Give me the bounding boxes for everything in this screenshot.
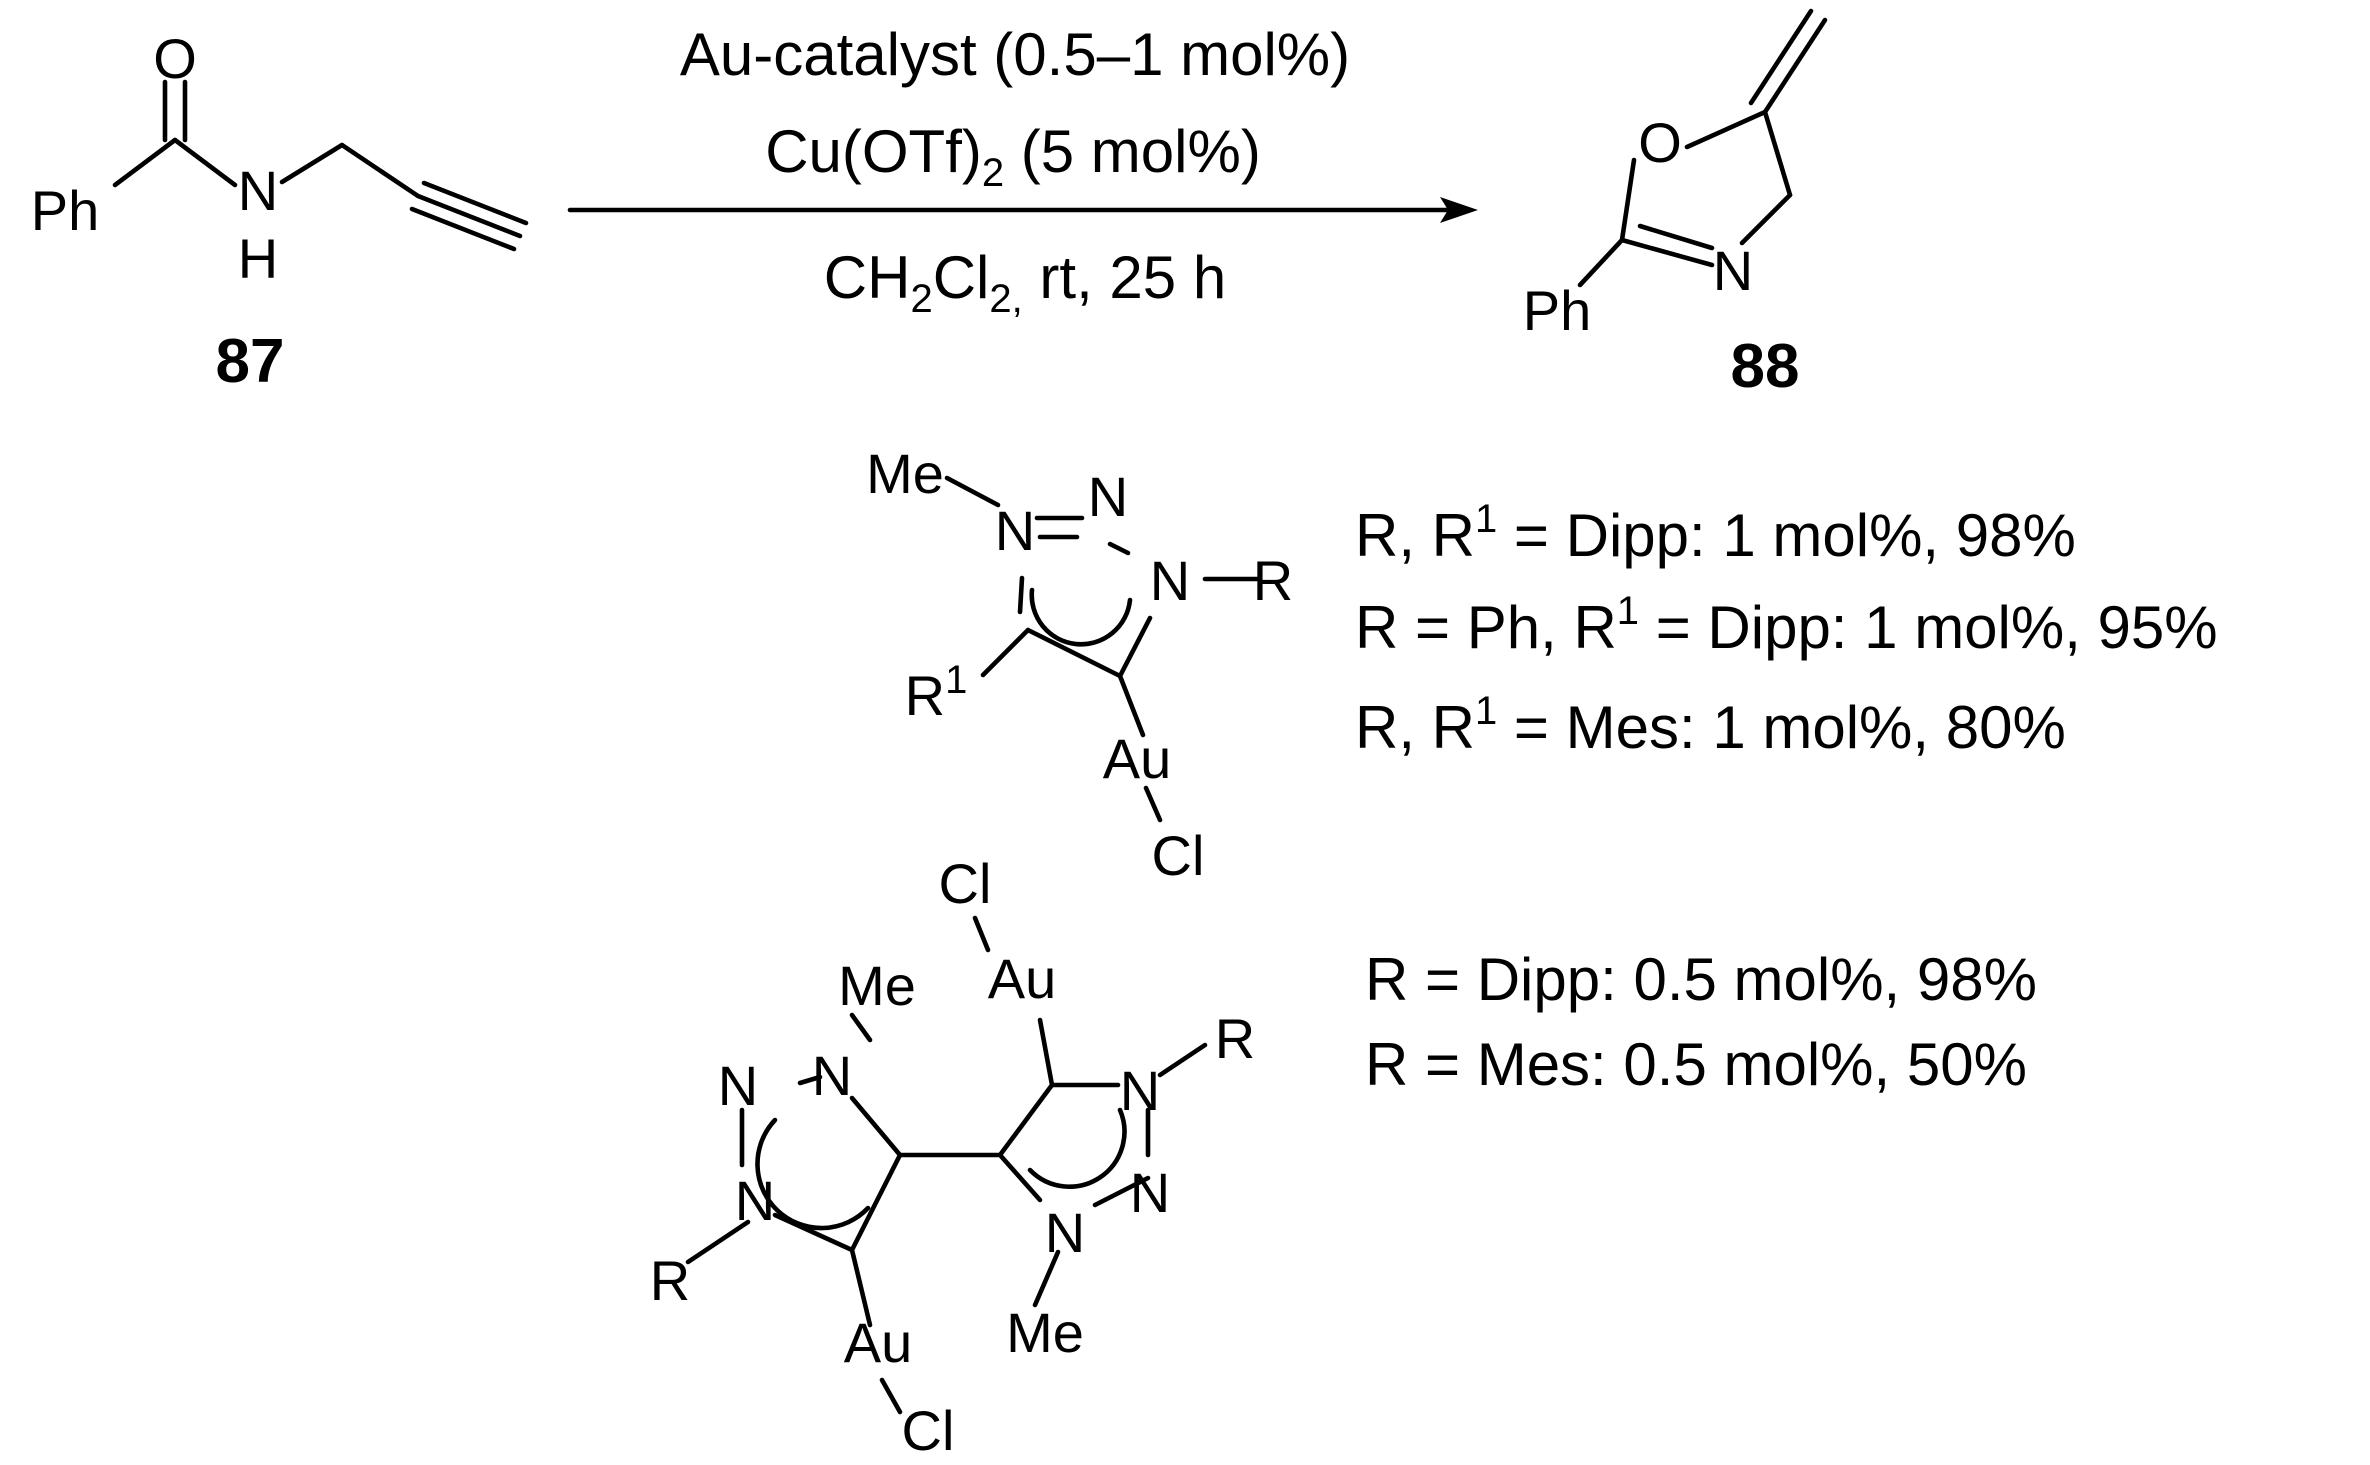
result-line: R, R1 = Dipp: 1 mol%, 98%	[1355, 497, 2076, 569]
reaction-arrow-group: Au-catalyst (0.5–1 mol%) Cu(OTf)2 (5 mol…	[567, 21, 1478, 321]
bond	[1025, 627, 1123, 679]
bond	[972, 915, 991, 953]
bond	[685, 1219, 751, 1265]
bond	[849, 1247, 873, 1328]
mono-gold-results: R, R1 = Dipp: 1 mol%, 98% R = Ph, R1 = D…	[1355, 497, 2218, 761]
bond	[755, 1117, 871, 1231]
product-88-structure: O N Ph 88	[1523, 8, 1828, 401]
mono-gold-catalyst-structure: Me N N N R R1 Au Cl	[866, 442, 1293, 887]
triazole-nitrogen: N	[718, 1054, 758, 1117]
bond	[849, 1152, 903, 1253]
triazole-nitrogen: N	[1120, 1059, 1160, 1122]
gold-atom: Au	[844, 1311, 913, 1374]
bond	[1032, 1249, 1061, 1308]
bond	[1027, 1107, 1127, 1189]
bond	[1762, 109, 1793, 198]
compound-label-87: 87	[216, 327, 285, 396]
methyl-group: Me	[1006, 1301, 1084, 1364]
result-line: R, R1 = Mes: 1 mol%, 80%	[1355, 689, 2066, 761]
bond	[997, 1152, 1043, 1203]
bond	[1739, 192, 1793, 246]
bond	[1762, 17, 1828, 115]
bond	[944, 475, 1001, 508]
ring-oxygen: O	[1638, 111, 1682, 174]
bis-gold-results: R = Dipp: 0.5 mol%, 98% R = Mes: 0.5 mol…	[1365, 946, 2037, 1098]
bond	[1748, 8, 1814, 106]
bond	[1619, 237, 1715, 268]
bond	[172, 137, 238, 188]
bond	[279, 142, 345, 185]
bond	[1684, 109, 1768, 150]
bond	[849, 1012, 873, 1043]
bond	[409, 206, 517, 252]
methyl-group: Me	[866, 442, 944, 505]
bond	[849, 1095, 903, 1158]
bond	[1143, 785, 1163, 823]
triazole-nitrogen: N	[812, 1044, 852, 1107]
bond	[1637, 223, 1715, 251]
methyl-group: Me	[838, 954, 916, 1017]
triazole-nitrogen: N	[1150, 549, 1190, 612]
phenyl-group: Ph	[1523, 279, 1592, 342]
result-line: R = Dipp: 0.5 mol%, 98%	[1365, 946, 2037, 1013]
bond	[797, 1074, 823, 1086]
chlorine-atom: Cl	[939, 852, 992, 915]
phenyl-group: Ph	[31, 179, 100, 242]
bond	[112, 137, 178, 188]
bond	[1157, 1042, 1208, 1078]
carbonyl-oxygen: O	[153, 27, 197, 90]
triazole-nitrogen: N	[1130, 1161, 1170, 1224]
bond	[339, 142, 421, 199]
bond	[421, 180, 529, 226]
bond	[879, 1377, 903, 1415]
bond	[415, 193, 523, 239]
bond	[1619, 157, 1637, 243]
chlorine-atom: Cl	[902, 1399, 955, 1462]
gold-atom: Au	[988, 947, 1057, 1010]
condition-catalyst: Au-catalyst (0.5–1 mol%)	[680, 21, 1350, 88]
result-line: R = Ph, R1 = Dipp: 1 mol%, 95%	[1355, 589, 2218, 661]
bis-gold-catalyst-structure: Au Cl Me N N N R Au Cl N R N N Me	[650, 852, 1255, 1462]
r-substituent: R	[650, 1249, 690, 1312]
triazole-nitrogen: N	[735, 1169, 775, 1232]
bond	[1037, 1017, 1055, 1088]
triazole-nitrogen: N	[1088, 465, 1128, 528]
bond	[1117, 673, 1146, 738]
chlorine-atom: Cl	[1152, 824, 1205, 887]
bond	[1017, 575, 1025, 615]
gold-atom: Au	[1103, 727, 1172, 790]
reaction-arrow-head	[1440, 197, 1478, 223]
bond	[980, 627, 1031, 678]
bond	[1029, 587, 1133, 647]
bond	[1092, 1175, 1151, 1208]
bond	[997, 1082, 1055, 1158]
bond	[1117, 615, 1153, 679]
amide-nitrogen: N	[238, 159, 278, 222]
reactant-87-structure: O Ph N H 87	[31, 27, 529, 396]
condition-cocatalyst: Cu(OTf)2 (5 mol%)	[765, 118, 1261, 195]
r-substituent: R	[1215, 1007, 1255, 1070]
triazole-nitrogen: N	[1045, 1201, 1085, 1264]
bond	[1107, 541, 1131, 556]
triazole-nitrogen: N	[995, 499, 1035, 562]
amide-hydrogen: H	[238, 227, 278, 290]
r-substituent: R	[1253, 549, 1293, 612]
compound-label-88: 88	[1731, 332, 1800, 401]
r1-substituent: R1	[905, 658, 968, 727]
ring-nitrogen: N	[1713, 239, 1753, 302]
bond	[1577, 237, 1625, 288]
condition-solvent-time: CH2Cl2, rt, 25 h	[824, 244, 1226, 321]
result-line: R = Mes: 0.5 mol%, 50%	[1365, 1031, 2027, 1098]
